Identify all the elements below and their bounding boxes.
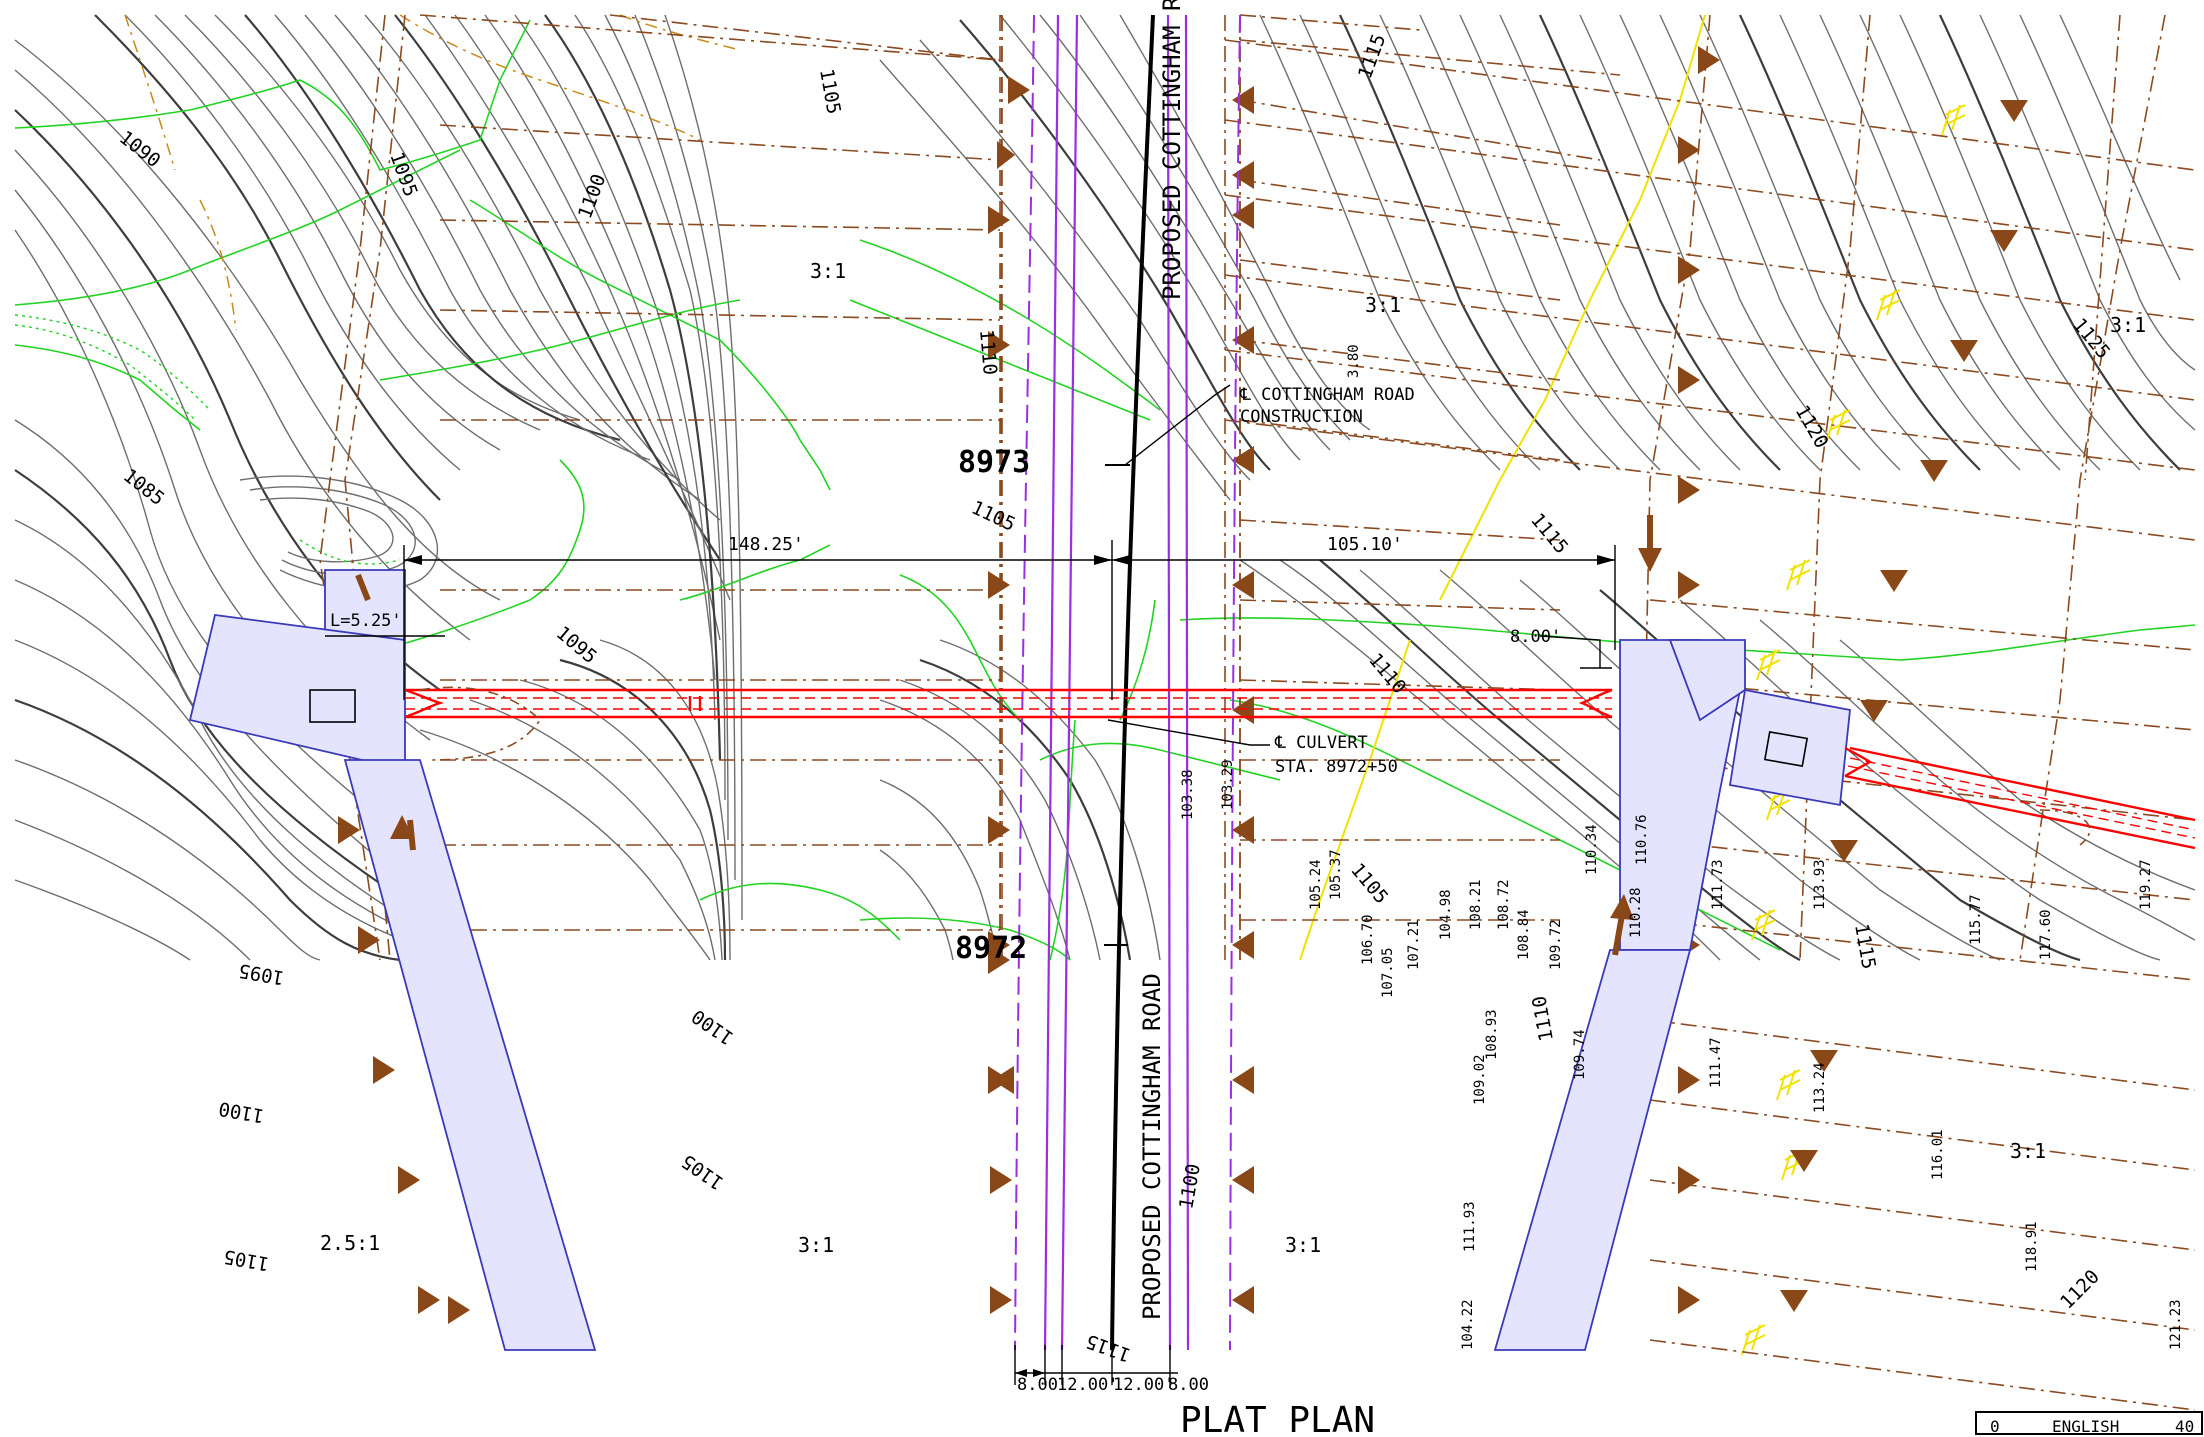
right-offset-dimension: 8.00' <box>1510 627 1561 647</box>
contour-label: 1105 <box>222 1245 271 1275</box>
centerline-note-line2: CONSTRUCTION <box>1240 407 1363 427</box>
road-labels: PROPOSED COTTINGHAM ROAD PROPOSED COTTIN… <box>955 0 1415 1320</box>
spot-elevation: 110.28 <box>1628 887 1644 938</box>
slope-label: 3:1 <box>2010 1139 2046 1163</box>
spot-elevation: 113.93 <box>1812 859 1828 910</box>
road-name-lower: PROPOSED COTTINGHAM ROAD <box>1138 973 1166 1320</box>
spot-elevation: 3.80 <box>1346 344 1362 378</box>
spot-elevation: 107.21 <box>1406 919 1422 970</box>
contour-label: 1100 <box>1175 1162 1205 1211</box>
sheet-title: PLAT PLAN <box>1180 1400 1375 1437</box>
scale-bar-end: 40 <box>2175 1417 2194 1436</box>
spot-elevation: 108.72 <box>1496 879 1512 930</box>
slope-label: 3:1 <box>1365 293 1401 317</box>
scale-bar-label: ENGLISH <box>2052 1417 2119 1436</box>
culvert-dimensions <box>325 384 1616 1385</box>
spot-elevation: 113.24 <box>1812 1062 1828 1113</box>
contour-label: 1095 <box>552 622 601 668</box>
spot-elevation: 111.47 <box>1708 1037 1724 1088</box>
contour-label: 1120 <box>2056 1266 2104 1314</box>
slope-label: 3:1 <box>810 259 846 283</box>
contour-label: 1115 <box>1526 509 1572 558</box>
section-dim-4: 8.00 <box>1168 1375 1209 1395</box>
contour-label: 1105 <box>678 1150 728 1194</box>
proposed-road <box>1014 14 1241 1351</box>
slope-label: 3:1 <box>798 1233 834 1257</box>
contour-label: 1115 <box>1850 922 1880 971</box>
right-length-dimension: 105.10' <box>1327 534 1403 555</box>
contour-label: 1110 <box>975 329 1001 377</box>
spot-elevation: 104.98 <box>1438 889 1454 940</box>
spot-elevation: 103.29 <box>1220 759 1236 810</box>
spot-elevation: 110.76 <box>1634 814 1650 865</box>
spot-elevation: 104.22 <box>1460 1299 1476 1350</box>
spot-elevation: 108.93 <box>1484 1009 1500 1060</box>
contour-label: 1085 <box>119 465 169 511</box>
spot-elevation: 121.23 <box>2168 1299 2184 1350</box>
contour-label: 1090 <box>115 127 165 173</box>
spot-elevation: 106.70 <box>1360 914 1376 965</box>
slope-label: 3:1 <box>2010 1139 2046 1163</box>
spot-elevation: 111.93 <box>1462 1201 1478 1252</box>
contours-left <box>14 14 743 962</box>
contour-label: 1105 <box>815 67 845 116</box>
section-dim-2: 12.00' <box>1057 1375 1118 1395</box>
grading-limit-lines <box>419 14 2196 1411</box>
flow-arrows <box>355 515 1662 956</box>
spot-elevation: 107.05 <box>1380 947 1396 998</box>
contour-label: 1100 <box>217 1097 266 1127</box>
road-name-upper: PROPOSED COTTINGHAM ROAD <box>1158 0 1186 300</box>
riprap-right <box>1493 639 1851 1351</box>
riprap-left <box>188 569 597 1351</box>
spot-elevation: 116.01 <box>1930 1129 1946 1180</box>
contour-label: 1100 <box>688 1005 738 1049</box>
spot-elevation: 103.38 <box>1180 769 1196 820</box>
spot-elevation: 109.02 <box>1472 1054 1488 1105</box>
spot-elevation: 108.21 <box>1468 879 1484 930</box>
slope-label: 3:1 <box>2110 313 2146 337</box>
scale-bar <box>1975 1411 2203 1435</box>
section-dimensions: 8.00 12.00' 12.00' 8.00 <box>1017 1375 1209 1395</box>
contour-label: 1100 <box>574 171 610 222</box>
slope-label: 3:1 <box>1285 1233 1321 1257</box>
spot-elevation: 108.84 <box>1516 909 1532 960</box>
spot-elevation: 111.73 <box>1710 859 1726 910</box>
contour-label: 1105 <box>1346 859 1392 908</box>
contour-label: 1110 <box>1528 994 1558 1043</box>
spot-elevation: 110.34 <box>1584 824 1600 875</box>
sheet-title-block: PLAT PLAN 0 ENGLISH 40 <box>1180 1400 2203 1437</box>
centerline-note-line1: ℄ COTTINGHAM ROAD <box>1239 385 1415 405</box>
spot-elevation: 105.24 <box>1308 859 1324 910</box>
spot-elevation: 109.74 <box>1572 1029 1588 1080</box>
section-dim-1: 8.00 <box>1017 1375 1058 1395</box>
section-dim-3: 12.00' <box>1113 1375 1174 1395</box>
spot-elevations: 103.38 103.29 105.24 105.37 106.70 107.0… <box>1180 344 2184 1350</box>
contour-label: 1115 <box>1354 31 1390 82</box>
culvert-labels: ℄ CULVERT STA. 8972+50 148.25' 105.10' L… <box>330 534 1561 777</box>
spot-elevation: 118.91 <box>2024 1221 2040 1272</box>
contours-right <box>879 14 2196 962</box>
spot-elevation: 117.60 <box>2038 909 2054 960</box>
slope-label: 2.5:1 <box>320 1231 380 1255</box>
spot-elevation: 119.27 <box>2138 859 2154 910</box>
station-8972: 8972 <box>955 931 1027 966</box>
culvert-note-line1: ℄ CULVERT <box>1274 733 1368 753</box>
spot-elevation: 105.37 <box>1328 849 1344 900</box>
spot-elevation: 115.77 <box>1968 894 1984 945</box>
culvert-note-line2: STA. 8972+50 <box>1275 757 1398 777</box>
station-8973: 8973 <box>958 445 1030 480</box>
culvert-pipe <box>404 686 2196 850</box>
contour-label: 1095 <box>237 959 286 989</box>
contour-label: 1095 <box>385 149 421 200</box>
left-length-dimension: 148.25' <box>728 534 804 555</box>
slope-labels: 3:1 3:1 3:1 2.5:1 3:1 3:1 3:1 3:1 <box>320 259 2146 1257</box>
contour-label: 1115 <box>1083 1330 1134 1366</box>
left-apron-length: L=5.25' <box>330 611 402 631</box>
spot-elevation: 109.72 <box>1548 919 1564 970</box>
road-centerline <box>1110 14 1155 1351</box>
contour-label: 1105 <box>968 497 1019 536</box>
scale-bar-zero: 0 <box>1990 1417 2000 1436</box>
